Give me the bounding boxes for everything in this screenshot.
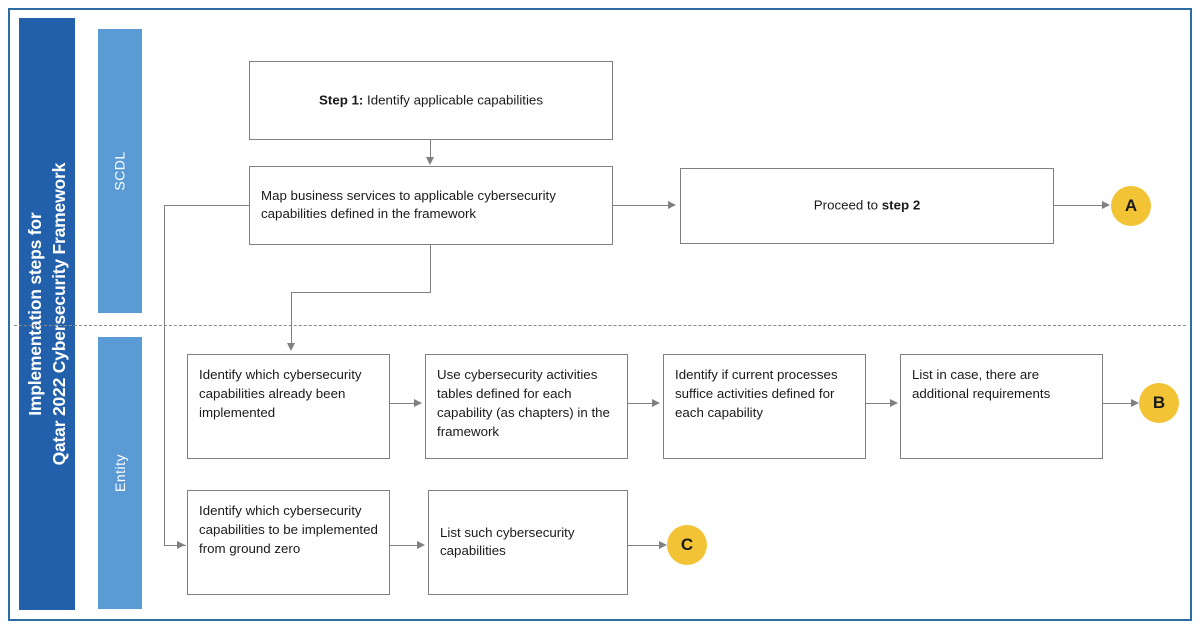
node-identify-suffice-text: Identify if current processes suffice ac… bbox=[675, 367, 838, 420]
connector-map-to-proceed-arrow bbox=[668, 201, 676, 209]
node-step-1-text: Step 1: Identify applicable capabilities bbox=[250, 91, 612, 110]
node-map-business-services[interactable]: Map business services to applicable cybe… bbox=[249, 166, 613, 245]
connector-ground-zero-to-list-arrow bbox=[417, 541, 425, 549]
node-identify-ground-zero-text: Identify which cybersecurity capabilitie… bbox=[199, 503, 378, 556]
node-identify-suffice[interactable]: Identify if current processes suffice ac… bbox=[663, 354, 866, 459]
connector-list-to-b-line bbox=[1103, 403, 1132, 405]
connector-map-elbow-line bbox=[291, 292, 431, 294]
connector-implemented-to-tables-line bbox=[390, 403, 415, 405]
connector-ground-zero-to-list-line bbox=[390, 545, 418, 547]
connector-map-to-ground-zero-arrow bbox=[177, 541, 185, 549]
connector-circle-a[interactable]: A bbox=[1111, 186, 1151, 226]
node-proceed-to-step-2-text: Proceed to step 2 bbox=[681, 197, 1053, 216]
connector-map-to-proceed-line bbox=[613, 205, 669, 207]
node-step-1-bold: Step 1: bbox=[319, 92, 364, 108]
diagram-title-text: Implementation steps for Qatar 2022 Cybe… bbox=[23, 163, 71, 466]
node-list-such-capabilities-text: List such cybersecurity capabilities bbox=[440, 524, 575, 559]
connector-tables-to-suffice-line bbox=[628, 403, 653, 405]
connector-step1-to-map-arrow bbox=[426, 157, 434, 165]
connector-circle-c[interactable]: C bbox=[667, 525, 707, 565]
connector-map-to-identify-implemented-arrow bbox=[287, 343, 295, 351]
diagram-title-line-1: Implementation steps for bbox=[24, 212, 45, 416]
node-step-1[interactable]: Step 1: Identify applicable capabilities bbox=[249, 61, 613, 140]
connector-list-to-b-arrow bbox=[1131, 399, 1139, 407]
node-proceed-to-step-2[interactable]: Proceed to step 2 bbox=[680, 168, 1054, 244]
connector-implemented-to-tables-arrow bbox=[414, 399, 422, 407]
connector-map-left-into-ground-zero-line bbox=[164, 545, 186, 547]
lane-header-scdl: SCDL bbox=[98, 29, 142, 313]
connector-proceed-to-a-line bbox=[1054, 205, 1103, 207]
connector-map-down2-line bbox=[291, 292, 293, 344]
connector-circle-c-label: C bbox=[680, 535, 694, 554]
lane-label-entity: Entity bbox=[111, 453, 128, 493]
connector-proceed-to-a-arrow bbox=[1102, 201, 1110, 209]
diagram-title-banner: Implementation steps for Qatar 2022 Cybe… bbox=[19, 18, 75, 610]
connector-list-such-to-c-line bbox=[628, 545, 660, 547]
node-list-additional-requirements-text: List in case, there are additional requi… bbox=[912, 367, 1051, 401]
diagram-title-line-2: Qatar 2022 Cybersecurity Framework bbox=[49, 162, 69, 466]
node-step-1-rest: Identify applicable capabilities bbox=[363, 92, 543, 108]
node-identify-implemented-text: Identify which cybersecurity capabilitie… bbox=[199, 367, 362, 420]
node-proceed-to-step-2-bold: step 2 bbox=[881, 197, 921, 213]
connector-circle-a-label: A bbox=[1124, 196, 1138, 215]
lane-label-scdl: SCDL bbox=[111, 151, 128, 191]
lane-divider-dashed bbox=[14, 325, 1186, 326]
connector-circle-b[interactable]: B bbox=[1139, 383, 1179, 423]
connector-step1-to-map-line bbox=[430, 140, 432, 158]
node-proceed-to-step-2-pre: Proceed to bbox=[813, 197, 882, 213]
connector-map-left-line bbox=[164, 205, 250, 207]
node-identify-implemented[interactable]: Identify which cybersecurity capabilitie… bbox=[187, 354, 390, 459]
connector-map-down-line bbox=[430, 245, 432, 293]
connector-map-left-down-line bbox=[164, 205, 166, 546]
connector-suffice-to-list-line bbox=[866, 403, 891, 405]
connector-list-such-to-c-arrow bbox=[659, 541, 667, 549]
node-map-business-services-text: Map business services to applicable cybe… bbox=[261, 187, 556, 222]
node-list-such-capabilities[interactable]: List such cybersecurity capabilities bbox=[428, 490, 628, 595]
node-use-activities-tables[interactable]: Use cybersecurity activities tables defi… bbox=[425, 354, 628, 459]
node-list-additional-requirements[interactable]: List in case, there are additional requi… bbox=[900, 354, 1103, 459]
connector-suffice-to-list-arrow bbox=[890, 399, 898, 407]
node-use-activities-tables-text: Use cybersecurity activities tables defi… bbox=[437, 367, 610, 439]
node-identify-ground-zero[interactable]: Identify which cybersecurity capabilitie… bbox=[187, 490, 390, 595]
lane-header-entity: Entity bbox=[98, 337, 142, 609]
connector-tables-to-suffice-arrow bbox=[652, 399, 660, 407]
connector-circle-b-label: B bbox=[1152, 393, 1166, 412]
